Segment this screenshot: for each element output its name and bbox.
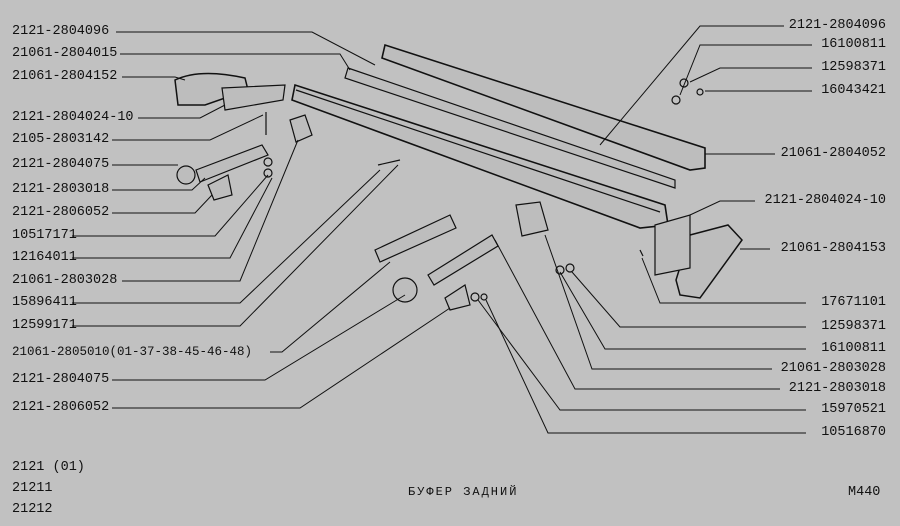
part-number-label: 12599171 <box>12 318 77 333</box>
part-number-label: 2121-2804096 <box>12 24 110 39</box>
part-number-label: 21061-2804152 <box>12 69 118 84</box>
part-number-label: 16043421 <box>821 83 886 98</box>
model-label: 21211 <box>12 481 53 496</box>
part-number-label: 10516870 <box>821 425 886 440</box>
part-number-label: 12598371 <box>821 319 886 334</box>
part-number-label: 15970521 <box>821 402 886 417</box>
model-label: 2121 (01) <box>12 460 85 475</box>
part-number-label: 21061-2804052 <box>780 146 886 161</box>
part-number-label: 15896411 <box>12 295 77 310</box>
part-number-label: 2121-2803018 <box>788 381 886 396</box>
part-number-label: 2105-2803142 <box>12 132 110 147</box>
part-number-label: 17671101 <box>821 295 886 310</box>
part-number-label: 21061-2803028 <box>780 361 886 376</box>
diagram-title: БУФЕР ЗАДНИЙ <box>408 485 519 499</box>
part-number-label: 12598371 <box>821 60 886 75</box>
part-number-label: 12164011 <box>12 250 77 265</box>
page-code: M440 <box>848 485 881 500</box>
part-number-label: 2121-2806052 <box>12 400 110 415</box>
part-number-label: 2121-2804075 <box>12 372 110 387</box>
part-number-label: 2121-2804075 <box>12 157 110 172</box>
part-number-label: 2121-2804096 <box>788 18 886 33</box>
part-number-label: 21061-2805010(01-37-38-45-46-48) <box>12 345 253 359</box>
part-number-label: 10517171 <box>12 228 77 243</box>
right-end-cap <box>675 224 743 299</box>
part-number-label: 2121-2803018 <box>12 182 110 197</box>
part-number-label: 16100811 <box>821 341 886 356</box>
bumper-strip <box>381 43 706 171</box>
part-number-label: 2121-2806052 <box>12 205 110 220</box>
bumper-bar <box>291 83 669 229</box>
part-number-label: 2121-2804024-10 <box>764 193 886 208</box>
part-number-label: 21061-2804015 <box>12 46 118 61</box>
part-number-label: 2121-2804024-10 <box>12 110 134 125</box>
part-number-label: 16100811 <box>821 37 886 52</box>
part-number-label: 21061-2804153 <box>780 241 886 256</box>
model-label: 21212 <box>12 502 53 517</box>
part-number-label: 21061-2803028 <box>12 273 118 288</box>
